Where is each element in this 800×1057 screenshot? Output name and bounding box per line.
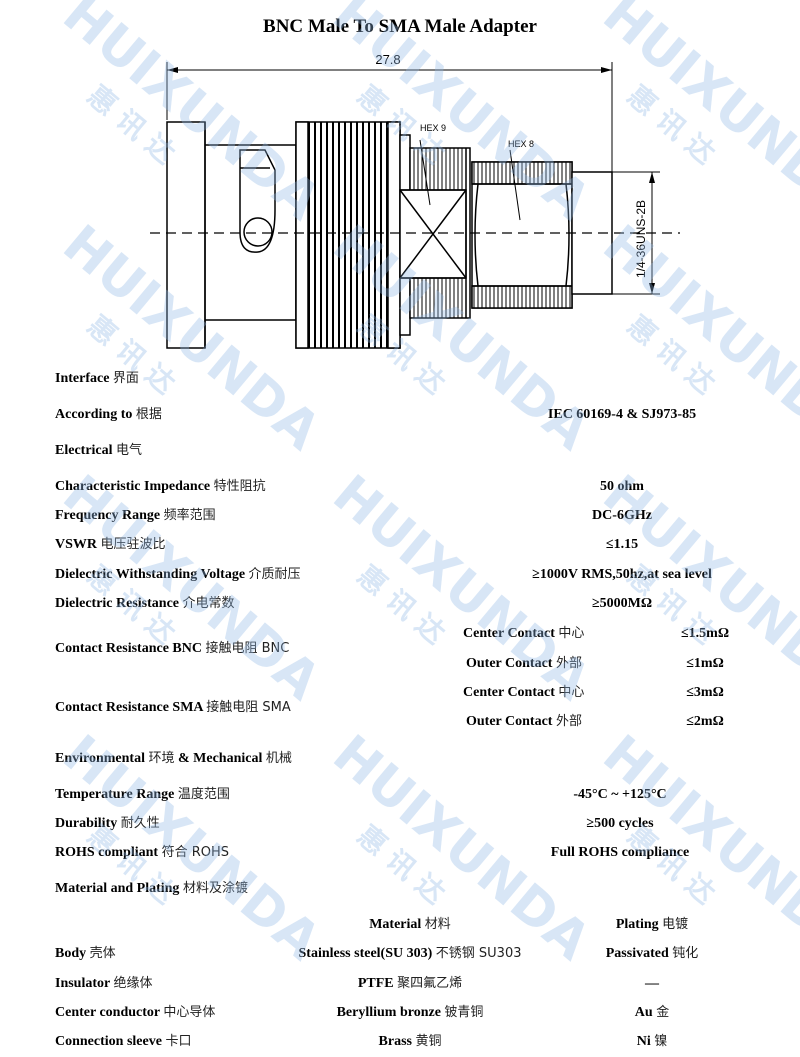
section-interface: Interface 界面 bbox=[55, 371, 139, 386]
contact-sma-label: Contact Resistance SMA 接触电阻 SMA bbox=[55, 700, 291, 715]
spec-value: -45°C ~ +125°C bbox=[573, 787, 667, 802]
watermark-brand: HUIXUNDA bbox=[52, 464, 331, 712]
section-material: Material and Plating 材料及涂镀 bbox=[55, 881, 248, 896]
part-plating: Ni 镍 bbox=[636, 1034, 668, 1049]
part-material: Brass 黄铜 bbox=[378, 1034, 442, 1049]
bnc-flange bbox=[166, 121, 206, 349]
hex8-nut bbox=[471, 161, 573, 309]
contact-bnc-label: Contact Resistance BNC 接触电阻 BNC bbox=[55, 641, 290, 656]
part-plating: Au 金 bbox=[634, 1005, 670, 1020]
according-value: IEC 60169-4 & SJ973-85 bbox=[547, 407, 697, 422]
contact-sma-center-value: ≤3mΩ bbox=[686, 685, 724, 700]
spec-value: Full ROHS compliance bbox=[550, 845, 690, 860]
hex8-label: HEX 8 bbox=[508, 139, 534, 149]
contact-sma-center: Center Contact 中心 bbox=[463, 685, 585, 700]
spec-value: ≤1.15 bbox=[605, 537, 639, 552]
thread-label: 1/4-36UNS-2B bbox=[634, 200, 648, 278]
part-material: Stainless steel(SU 303) 不锈钢 SU303 bbox=[298, 946, 522, 961]
spec-value: ≥1000V RMS,50hz,at sea level bbox=[532, 567, 712, 582]
watermark-cn: 惠 讯 达 bbox=[351, 819, 451, 911]
part-label: Insulator 绝缘体 bbox=[55, 976, 153, 991]
part-material: PTFE 聚四氟乙烯 bbox=[357, 976, 463, 991]
spec-value: ≥5000MΩ bbox=[591, 596, 653, 611]
contact-bnc-outer-value: ≤1mΩ bbox=[686, 656, 724, 671]
watermark-brand: HUIXUNDA bbox=[592, 464, 800, 712]
spec-value: 50 ohm bbox=[600, 479, 644, 494]
hex9-label: HEX 9 bbox=[420, 123, 446, 133]
section-environmental: Environmental 环境 & Mechanical 机械 bbox=[55, 751, 292, 766]
spec-label: Frequency Range 频率范围 bbox=[55, 508, 216, 523]
dim-label: 27.8 bbox=[375, 52, 400, 67]
spec-label: Dielectric Resistance 介电常数 bbox=[55, 596, 235, 611]
contact-sma-outer: Outer Contact 外部 bbox=[466, 714, 582, 729]
part-plating: — bbox=[645, 976, 659, 991]
contact-sma-outer-value: ≤2mΩ bbox=[686, 714, 724, 729]
spec-label: Characteristic Impedance 特性阻抗 bbox=[55, 479, 266, 494]
part-label: Body 壳体 bbox=[55, 946, 116, 961]
material-header: Material 材料 bbox=[369, 917, 451, 932]
spec-value: ≥500 cycles bbox=[586, 816, 654, 831]
adapter-drawing: 27.8 HEX 9 HEX 8 1/4-36UNS-2B bbox=[150, 52, 680, 349]
spec-label: Temperature Range 温度范围 bbox=[55, 787, 230, 802]
spec-label: VSWR 电压驻波比 bbox=[55, 537, 166, 552]
page-title: BNC Male To SMA Male Adapter bbox=[263, 16, 537, 37]
spec-value: DC-6GHz bbox=[592, 508, 652, 523]
according-label: According to 根据 bbox=[55, 407, 162, 422]
part-label: Connection sleeve 卡口 bbox=[55, 1034, 192, 1049]
part-material: Beryllium bronze 铍青铜 bbox=[336, 1005, 484, 1020]
spec-label: ROHS compliant 符合 ROHS bbox=[55, 845, 230, 860]
plating-header: Plating 电镀 bbox=[615, 917, 689, 932]
part-label: Center conductor 中心导体 bbox=[55, 1005, 216, 1020]
contact-bnc-outer: Outer Contact 外部 bbox=[466, 656, 582, 671]
section-electrical: Electrical 电气 bbox=[55, 443, 143, 458]
watermark-cn: 惠 讯 达 bbox=[351, 559, 451, 651]
watermark-brand: HUIXUNDA bbox=[322, 464, 601, 712]
contact-bnc-center: Center Contact 中心 bbox=[463, 626, 585, 641]
coupling-nut bbox=[295, 121, 401, 349]
spec-label: Dielectric Withstanding Voltage 介质耐压 bbox=[55, 567, 301, 582]
contact-bnc-center-value: ≤1.5mΩ bbox=[680, 626, 730, 641]
part-plating: Passivated 钝化 bbox=[605, 946, 699, 961]
spec-label: Durability 耐久性 bbox=[55, 816, 160, 831]
